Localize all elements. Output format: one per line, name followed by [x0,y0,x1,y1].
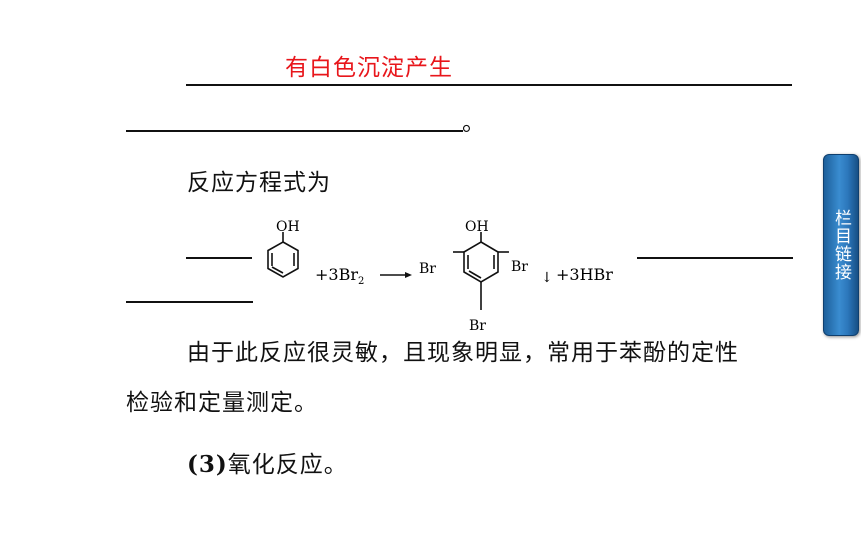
section-link-tab[interactable]: 栏目链接 [823,154,859,336]
section-heading: (3)氧化反应。 [187,450,348,480]
reaction-arrow [380,272,412,278]
equation-label: 反应方程式为 [187,170,331,196]
equation-blank-second-line [126,301,253,303]
paragraph-line-1: 由于此反应很灵敏，且现象明显，常用于苯酚的定性 [187,340,739,366]
byproduct-label: +3HBr [556,265,613,284]
section-link-tab-label: 栏目链接 [831,209,851,281]
precipitate-arrow: ↓ [541,270,553,286]
answer-text: 有白色沉淀产生 [285,55,453,81]
product-br-right-label: Br [511,259,528,275]
equation-blank-left [186,257,252,259]
equation-blank-right [637,257,793,259]
continuation-blank-line [126,130,463,132]
product-br-bottom-label: Br [469,318,486,334]
paragraph-line-2: 检验和定量测定。 [126,390,318,416]
phenol-structure [267,232,299,278]
answer-blank-line [186,84,792,86]
reaction-diagram: OH +3Br2 OH Br Br Br ↓ +3HBr [267,219,613,334]
product-oh-label: OH [465,219,489,235]
tribromophenol-structure [453,232,509,310]
phenol-oh-label: OH [276,219,300,235]
product-br-left-label: Br [419,261,436,277]
period-mark: 。 [462,110,486,136]
section-heading-number: (3) [187,451,228,478]
section-heading-text: 氧化反应。 [227,452,348,478]
reagent-label: +3Br2 [315,265,364,287]
